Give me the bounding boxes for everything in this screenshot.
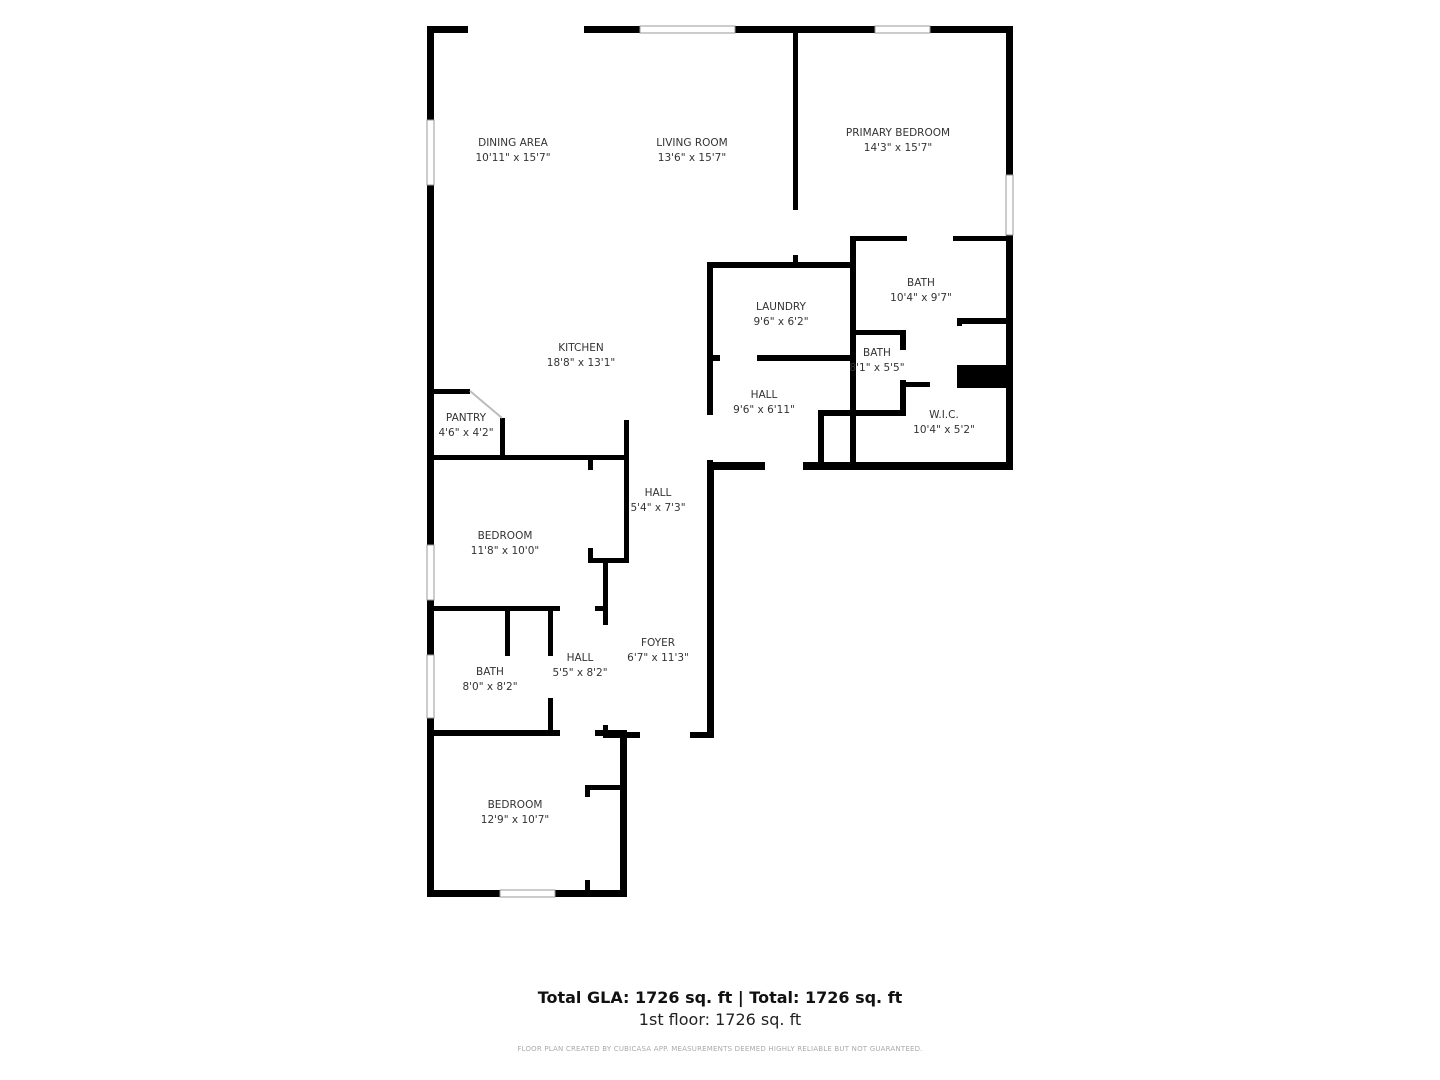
room-name: LAUNDRY [756, 301, 806, 313]
room-label-wic: W.I.C. 10'4" x 5'2" [913, 408, 975, 438]
room-size: 9'6" x 6'11" [733, 404, 795, 416]
room-size: 8'1" x 5'5" [849, 362, 905, 374]
room-label-primary-bedroom: PRIMARY BEDROOM 14'3" x 15'7" [846, 126, 950, 156]
room-size: 14'3" x 15'7" [863, 142, 933, 154]
room-label-foyer: FOYER 6'7" x 11'3" [627, 636, 689, 666]
room-name: LIVING ROOM [656, 137, 728, 149]
room-size: 4'6" x 4'2" [438, 427, 494, 439]
room-label-bedroom-2: BEDROOM 12'9" x 10'7" [481, 798, 549, 828]
room-label-primary-bath: BATH 10'4" x 9'7" [890, 276, 952, 306]
room-label-hall-small: HALL 5'5" x 8'2" [552, 651, 607, 681]
room-size: 13'6" x 15'7" [657, 152, 727, 164]
room-label-laundry: LAUNDRY 9'6" x 6'2" [753, 300, 808, 330]
room-size: 8'0" x 8'2" [462, 681, 518, 693]
room-name: KITCHEN [558, 342, 604, 354]
room-size: 10'4" x 9'7" [890, 292, 952, 304]
room-name: FOYER [640, 637, 676, 649]
windows [426, 25, 1014, 898]
room-size: 18'8" x 13'1" [546, 357, 616, 369]
room-name: PANTRY [445, 412, 487, 424]
room-name: HALL [644, 487, 672, 499]
floor-area: 1st floor: 1726 sq. ft [638, 1010, 802, 1029]
room-size: 9'6" x 6'2" [753, 316, 809, 328]
room-label-hall-center: HALL 5'4" x 7'3" [630, 486, 685, 516]
room-size: 10'4" x 5'2" [913, 424, 975, 436]
room-name: BEDROOM [477, 530, 533, 542]
room-label-dining-area: DINING AREA 10'11" x 15'7" [475, 136, 550, 166]
room-name: DINING AREA [478, 137, 548, 149]
room-name: BATH [907, 277, 935, 289]
room-size: 11'8" x 10'0" [470, 545, 540, 557]
room-name: HALL [566, 652, 594, 664]
room-size: 5'5" x 8'2" [552, 667, 608, 679]
room-label-pantry: PANTRY 4'6" x 4'2" [438, 411, 493, 441]
room-size: 5'4" x 7'3" [630, 502, 686, 514]
room-size: 10'11" x 15'7" [475, 152, 551, 164]
room-name: BATH [863, 347, 891, 359]
disclaimer: FLOOR PLAN CREATED BY CUBICASA APP. MEAS… [517, 1045, 923, 1053]
room-label-bath-2: BATH 8'0" x 8'2" [462, 665, 517, 695]
room-label-living-room: LIVING ROOM 13'6" x 15'7" [656, 136, 727, 166]
walls [427, 26, 1013, 897]
room-label-kitchen: KITCHEN 18'8" x 13'1" [547, 341, 615, 371]
room-name: W.I.C. [929, 409, 959, 421]
room-size: 12'9" x 10'7" [480, 814, 550, 826]
room-name: BATH [476, 666, 504, 678]
room-name: HALL [750, 389, 778, 401]
room-label-small-bath: BATH 8'1" x 5'5" [849, 346, 904, 376]
total-area: Total GLA: 1726 sq. ft | Total: 1726 sq.… [537, 988, 903, 1007]
room-label-bedroom-1: BEDROOM 11'8" x 10'0" [471, 529, 539, 559]
room-size: 6'7" x 11'3" [627, 652, 689, 664]
room-name: PRIMARY BEDROOM [845, 127, 951, 139]
room-name: BEDROOM [487, 799, 543, 811]
room-label-hall-primary: HALL 9'6" x 6'11" [733, 388, 795, 418]
